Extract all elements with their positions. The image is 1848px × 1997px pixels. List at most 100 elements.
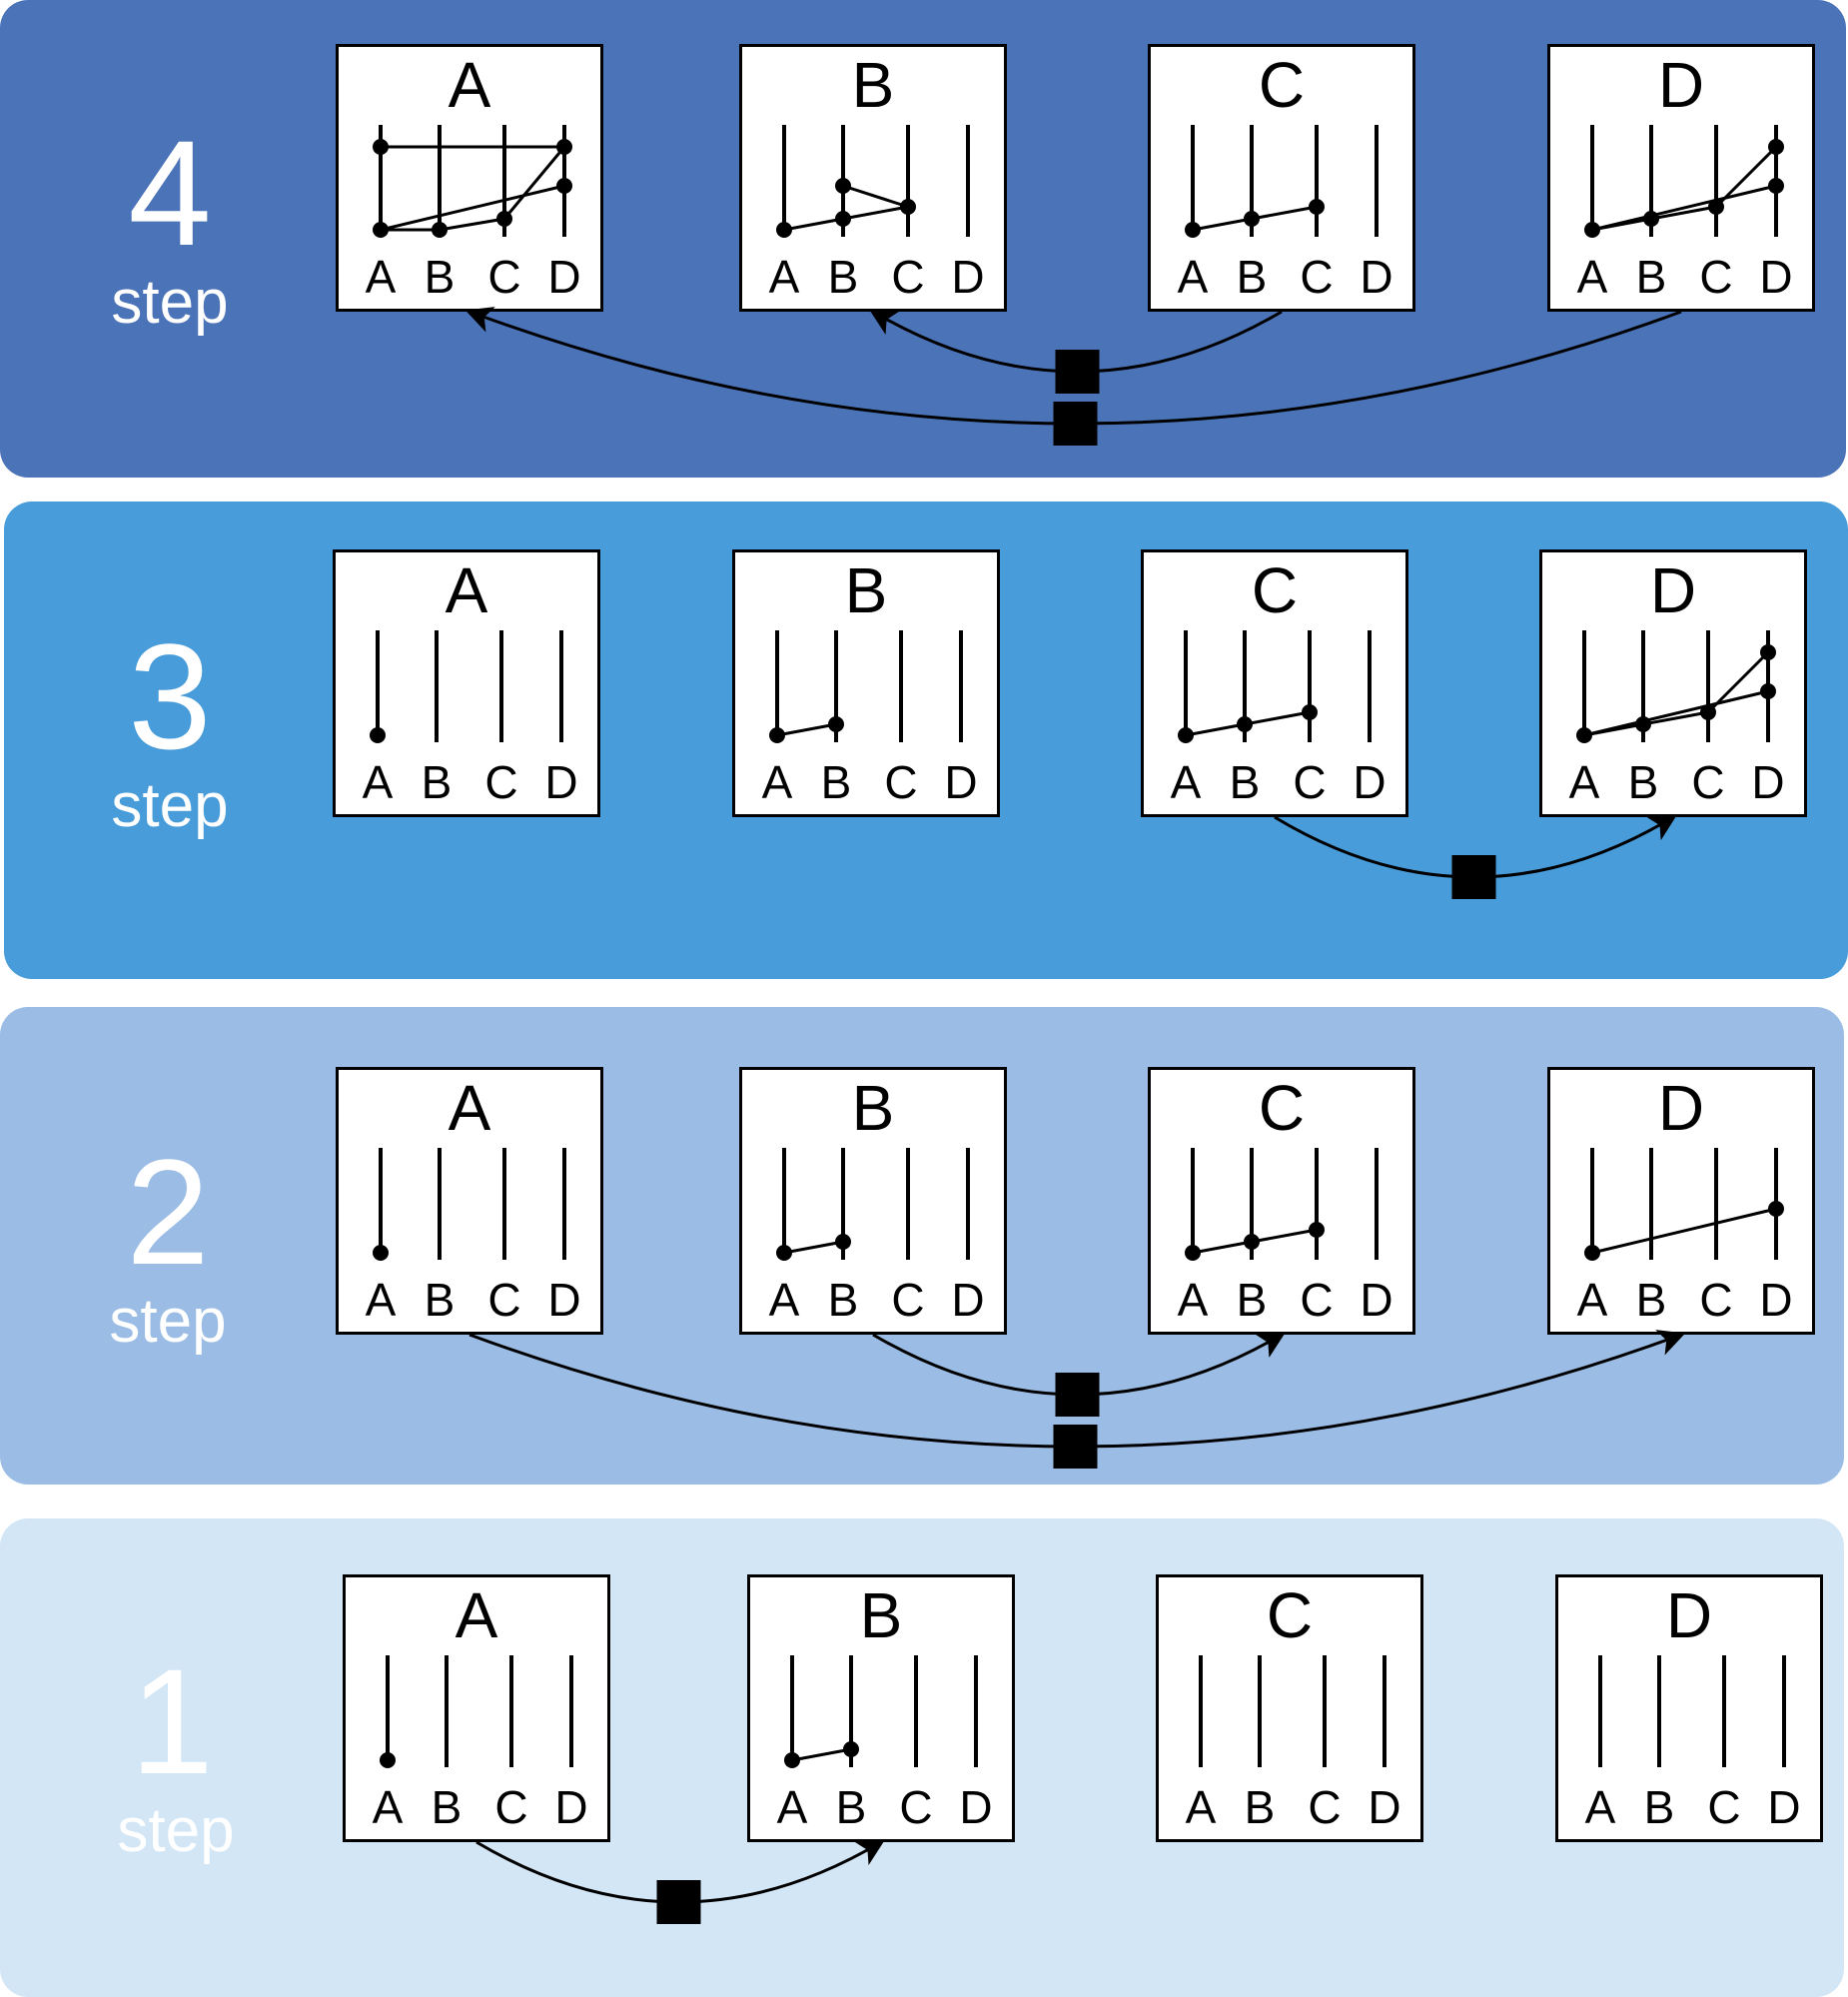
- axis-label-A: A: [768, 1274, 800, 1326]
- axis-label-C: C: [891, 251, 925, 303]
- axis-label-A: A: [362, 756, 394, 808]
- data-point: [843, 1741, 859, 1757]
- axis-label-B: B: [1236, 251, 1268, 303]
- data-point: [1700, 704, 1716, 720]
- axis-label-D: D: [1353, 756, 1386, 808]
- data-point: [776, 1245, 792, 1261]
- panel-plot: [1584, 125, 1784, 238]
- axis-label-D: D: [1751, 756, 1785, 808]
- data-point: [373, 222, 389, 238]
- link-segment: [380, 184, 565, 232]
- panel-title: B: [859, 1579, 903, 1651]
- panel-title: A: [448, 1072, 491, 1144]
- data-point: [776, 222, 792, 238]
- data-point: [432, 222, 448, 238]
- panel-title: C: [1258, 49, 1306, 121]
- data-point: [1768, 178, 1784, 194]
- axis-label-D: D: [951, 1274, 985, 1326]
- panel-plot: [1185, 125, 1379, 238]
- axis-label-B: B: [1627, 756, 1659, 808]
- axis-label-B: B: [820, 756, 852, 808]
- data-point: [1178, 727, 1194, 743]
- link-segment: [1185, 722, 1246, 737]
- panel-plot: [1576, 630, 1776, 743]
- axis-label-D: D: [544, 756, 578, 808]
- panel-plot: [373, 1148, 566, 1261]
- data-point: [769, 727, 785, 743]
- panel-plot: [380, 1655, 573, 1768]
- link-segment: [1251, 205, 1318, 221]
- axis-label-B: B: [1236, 1274, 1268, 1326]
- data-point: [1302, 704, 1318, 720]
- axis-label-A: A: [776, 1781, 808, 1833]
- panel-plot: [784, 1655, 978, 1768]
- axis-label-D: D: [1759, 1274, 1793, 1326]
- data-point: [1309, 199, 1325, 215]
- axis-label-A: A: [372, 1781, 404, 1833]
- data-point: [1185, 222, 1201, 238]
- panel-plot: [373, 125, 572, 238]
- axis-label-C: C: [494, 1781, 528, 1833]
- data-point: [556, 139, 572, 155]
- panel-title: A: [445, 554, 488, 626]
- data-point: [1309, 1222, 1325, 1238]
- panel-title: D: [1657, 1072, 1705, 1144]
- link-segment: [1650, 205, 1717, 221]
- axis-label-C: C: [484, 756, 518, 808]
- panel-plot: [1584, 1148, 1784, 1261]
- data-point: [373, 139, 389, 155]
- data-point: [1768, 139, 1784, 155]
- data-point: [900, 199, 916, 215]
- panel-plot: [370, 630, 563, 743]
- axis-label-C: C: [1707, 1781, 1741, 1833]
- data-point: [835, 211, 851, 227]
- axis-label-C: C: [1293, 756, 1327, 808]
- axis-label-C: C: [884, 756, 918, 808]
- panel-title: C: [1266, 1579, 1314, 1651]
- axis-label-A: A: [365, 251, 397, 303]
- link-segment: [1192, 1240, 1253, 1255]
- axis-label-A: A: [761, 756, 793, 808]
- panel-title: D: [1665, 1579, 1713, 1651]
- link-segment: [1251, 1228, 1318, 1244]
- data-point: [1185, 1245, 1201, 1261]
- axis-label-C: C: [1300, 251, 1334, 303]
- axis-label-A: A: [1568, 756, 1600, 808]
- step-number: 3: [128, 612, 212, 780]
- data-point: [1584, 1245, 1600, 1261]
- axis-label-D: D: [1368, 1781, 1401, 1833]
- axis-label-B: B: [424, 1274, 456, 1326]
- axis-label-C: C: [1699, 251, 1733, 303]
- link-segment: [439, 217, 505, 232]
- axis-label-A: A: [1185, 1781, 1217, 1833]
- step-label: step: [111, 771, 229, 840]
- panel-title: B: [851, 1072, 895, 1144]
- panel-plot: [776, 125, 970, 238]
- data-point: [1643, 211, 1659, 227]
- data-point: [1635, 716, 1651, 732]
- data-point: [1708, 199, 1724, 215]
- panel-title: C: [1251, 554, 1299, 626]
- axis-label-D: D: [547, 1274, 581, 1326]
- axis-label-C: C: [487, 251, 521, 303]
- data-point: [1584, 222, 1600, 238]
- step-label: step: [109, 1287, 227, 1356]
- panel-plot: [776, 1148, 970, 1261]
- axis-label-B: B: [1635, 1274, 1667, 1326]
- panel-title: B: [844, 554, 888, 626]
- axis-label-D: D: [1759, 251, 1793, 303]
- axis-label-B: B: [1244, 1781, 1276, 1833]
- data-point: [1760, 644, 1776, 660]
- data-point: [373, 1245, 389, 1261]
- axis-label-D: D: [1767, 1781, 1801, 1833]
- step-number: 4: [128, 109, 212, 277]
- link-segment: [776, 722, 837, 737]
- data-point: [1237, 716, 1253, 732]
- axis-label-D: D: [1360, 251, 1393, 303]
